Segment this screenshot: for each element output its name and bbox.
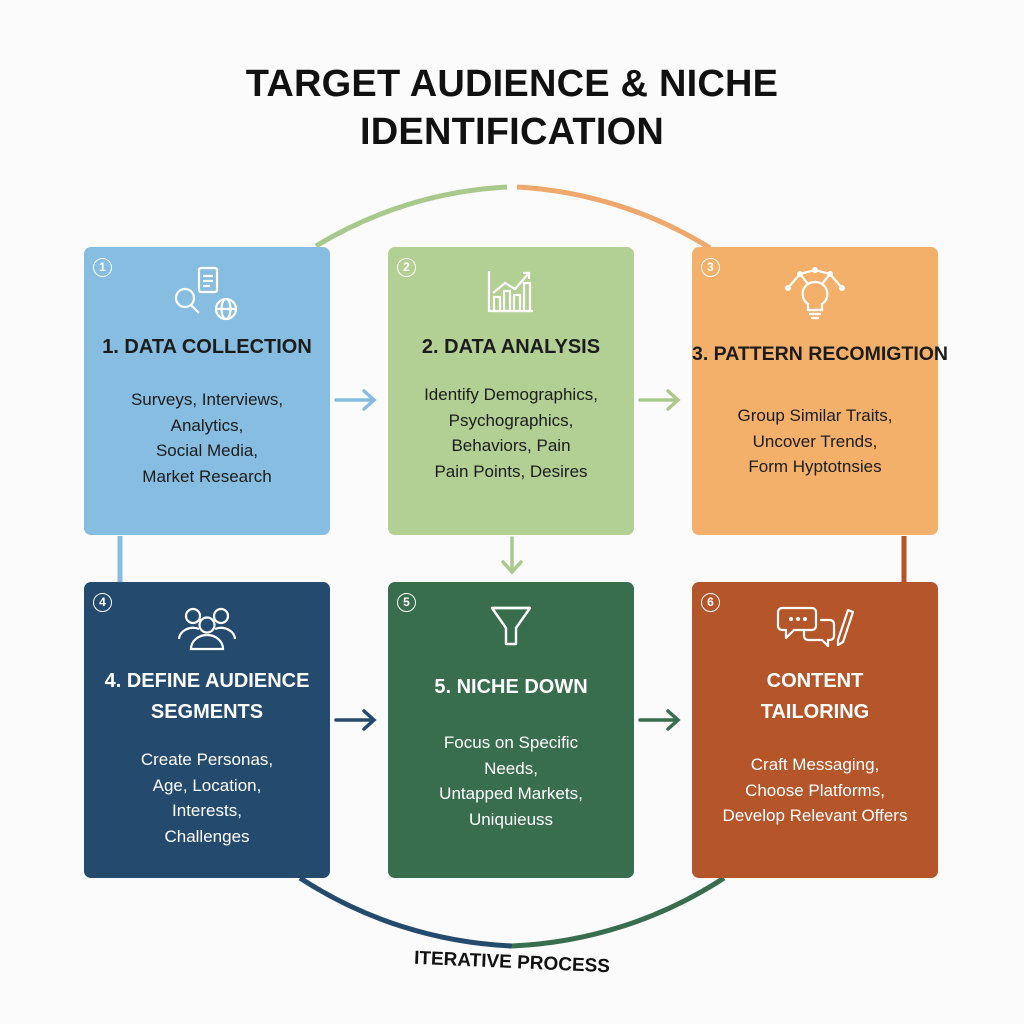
- step-description-line: Develop Relevant Offers: [722, 806, 908, 825]
- arrow-5-to-6: [638, 709, 681, 731]
- step-description-line: Age, Location,: [152, 775, 262, 795]
- step-heading: 4. DEFINE AUDIENCE SEGMENTS: [84, 666, 330, 728]
- cycle-arc-bottom-left: [298, 875, 513, 949]
- step-description-line: Choose Platforms,: [745, 780, 885, 800]
- step-description-line: Interests,: [172, 801, 242, 820]
- step-heading: 3. PATTERN RECOMIGTION: [682, 339, 958, 370]
- step-description-line: Analytics,: [170, 415, 244, 435]
- step-number-badge: 4: [93, 593, 112, 612]
- step-card-niche-down: 5 5. NICHE DOWN Focus on Specific Needs,…: [388, 582, 634, 878]
- page-title: TARGET AUDIENCE & NICHE IDENTIFICATION: [0, 60, 1024, 156]
- cycle-arc-top-left: [314, 184, 508, 249]
- step-description-line: Surveys, Interviews,: [130, 390, 284, 409]
- step-heading-line: SEGMENTS: [150, 701, 264, 723]
- step-heading-line: 2. DATA ANALYSIS: [421, 336, 601, 358]
- step-description-line: Uniquieuss: [468, 809, 554, 829]
- step-heading-line: CONTENT: [766, 670, 864, 692]
- step-description: Craft Messaging, Choose Platforms, Devel…: [692, 752, 938, 829]
- step-heading-line: 3. PATTERN RECOMIGTION: [691, 343, 949, 365]
- step-card-data-analysis: 2 2. DATA ANALYSIS Identify Demographics…: [388, 247, 634, 535]
- step-heading-line: 5. NICHE DOWN: [434, 676, 588, 698]
- people-group-icon: [177, 607, 237, 651]
- step-description-line: Uncover Trends,: [752, 431, 878, 451]
- step-card-content-tailoring: 6 CONTENT TAILORING Craft Messaging, Cho…: [692, 582, 938, 878]
- step-description-line: Form Hyptotnsies: [748, 457, 882, 476]
- step-description-line: Behaviors, Pain: [451, 436, 571, 455]
- step-heading-line: 4. DEFINE AUDIENCE: [104, 670, 310, 692]
- step-card-pattern-recognition: 3 3. PATTERN RECOMIGTION Group Similar T…: [692, 247, 948, 535]
- step-description-line: Identify Demographics,: [424, 385, 598, 404]
- step-description-line: Needs,: [484, 758, 538, 778]
- step-description-line: Psychographics,: [448, 410, 574, 430]
- step-number-badge: 6: [701, 593, 720, 612]
- step-heading: 1. DATA COLLECTION: [84, 332, 330, 363]
- step-heading: 2. DATA ANALYSIS: [388, 332, 634, 363]
- title-line-2: IDENTIFICATION: [360, 111, 664, 153]
- step-number-badge: 2: [397, 258, 416, 277]
- step-description-line: Create Personas,: [140, 750, 274, 769]
- step-heading: CONTENT TAILORING: [692, 666, 938, 728]
- arrow-2-to-3: [638, 389, 681, 411]
- funnel-icon: [490, 606, 532, 646]
- step-description-line: Group Similar Traits,: [737, 406, 893, 425]
- step-description: Identify Demographics, Psychographics, B…: [388, 382, 634, 484]
- arrow-2-to-5: [501, 536, 523, 575]
- bar-chart-trend-icon: [487, 271, 533, 313]
- step-description-line: Market Research: [142, 466, 272, 486]
- step-heading-line: TAILORING: [760, 701, 870, 723]
- step-description: Surveys, Interviews, Analytics, Social M…: [84, 387, 330, 489]
- cycle-arc-top-right: [516, 184, 712, 251]
- step-description-line: Social Media,: [155, 441, 259, 460]
- step-description-line: Craft Messaging,: [750, 755, 880, 774]
- step-number-badge: 5: [397, 593, 416, 612]
- step-description-line: Focus on Specific: [443, 733, 579, 752]
- step-card-data-collection: 1 1. DATA COLLECTION Surveys, Interviews…: [84, 247, 330, 535]
- arrow-1-to-2: [334, 389, 377, 411]
- speech-bubbles-pencil-icon: [776, 606, 854, 648]
- step-number-badge: 1: [93, 258, 112, 277]
- arrow-4-to-5: [334, 709, 377, 731]
- step-heading: 5. NICHE DOWN: [388, 672, 634, 703]
- step-description-line: Untapped Markets,: [439, 784, 583, 803]
- lightbulb-network-icon: [785, 267, 845, 320]
- step-description: Create Personas, Age, Location, Interest…: [84, 747, 330, 849]
- title-line-1: TARGET AUDIENCE & NICHE: [245, 63, 779, 105]
- step-card-define-audience-segments: 4 4. DEFINE AUDIENCE SEGMENTS Create Per…: [84, 582, 330, 878]
- step-number-badge: 3: [701, 258, 720, 277]
- step-description: Group Similar Traits, Uncover Trends, Fo…: [692, 403, 938, 480]
- step-description-line: Challenges: [164, 826, 250, 846]
- step-description: Focus on Specific Needs, Untapped Market…: [388, 730, 634, 832]
- cycle-arc-bottom-right: [511, 875, 726, 949]
- step-description-line: Pain Points, Desires: [434, 461, 588, 481]
- step-heading-line: 1. DATA COLLECTION: [102, 336, 312, 358]
- search-clipboard-globe-icon: [174, 266, 238, 321]
